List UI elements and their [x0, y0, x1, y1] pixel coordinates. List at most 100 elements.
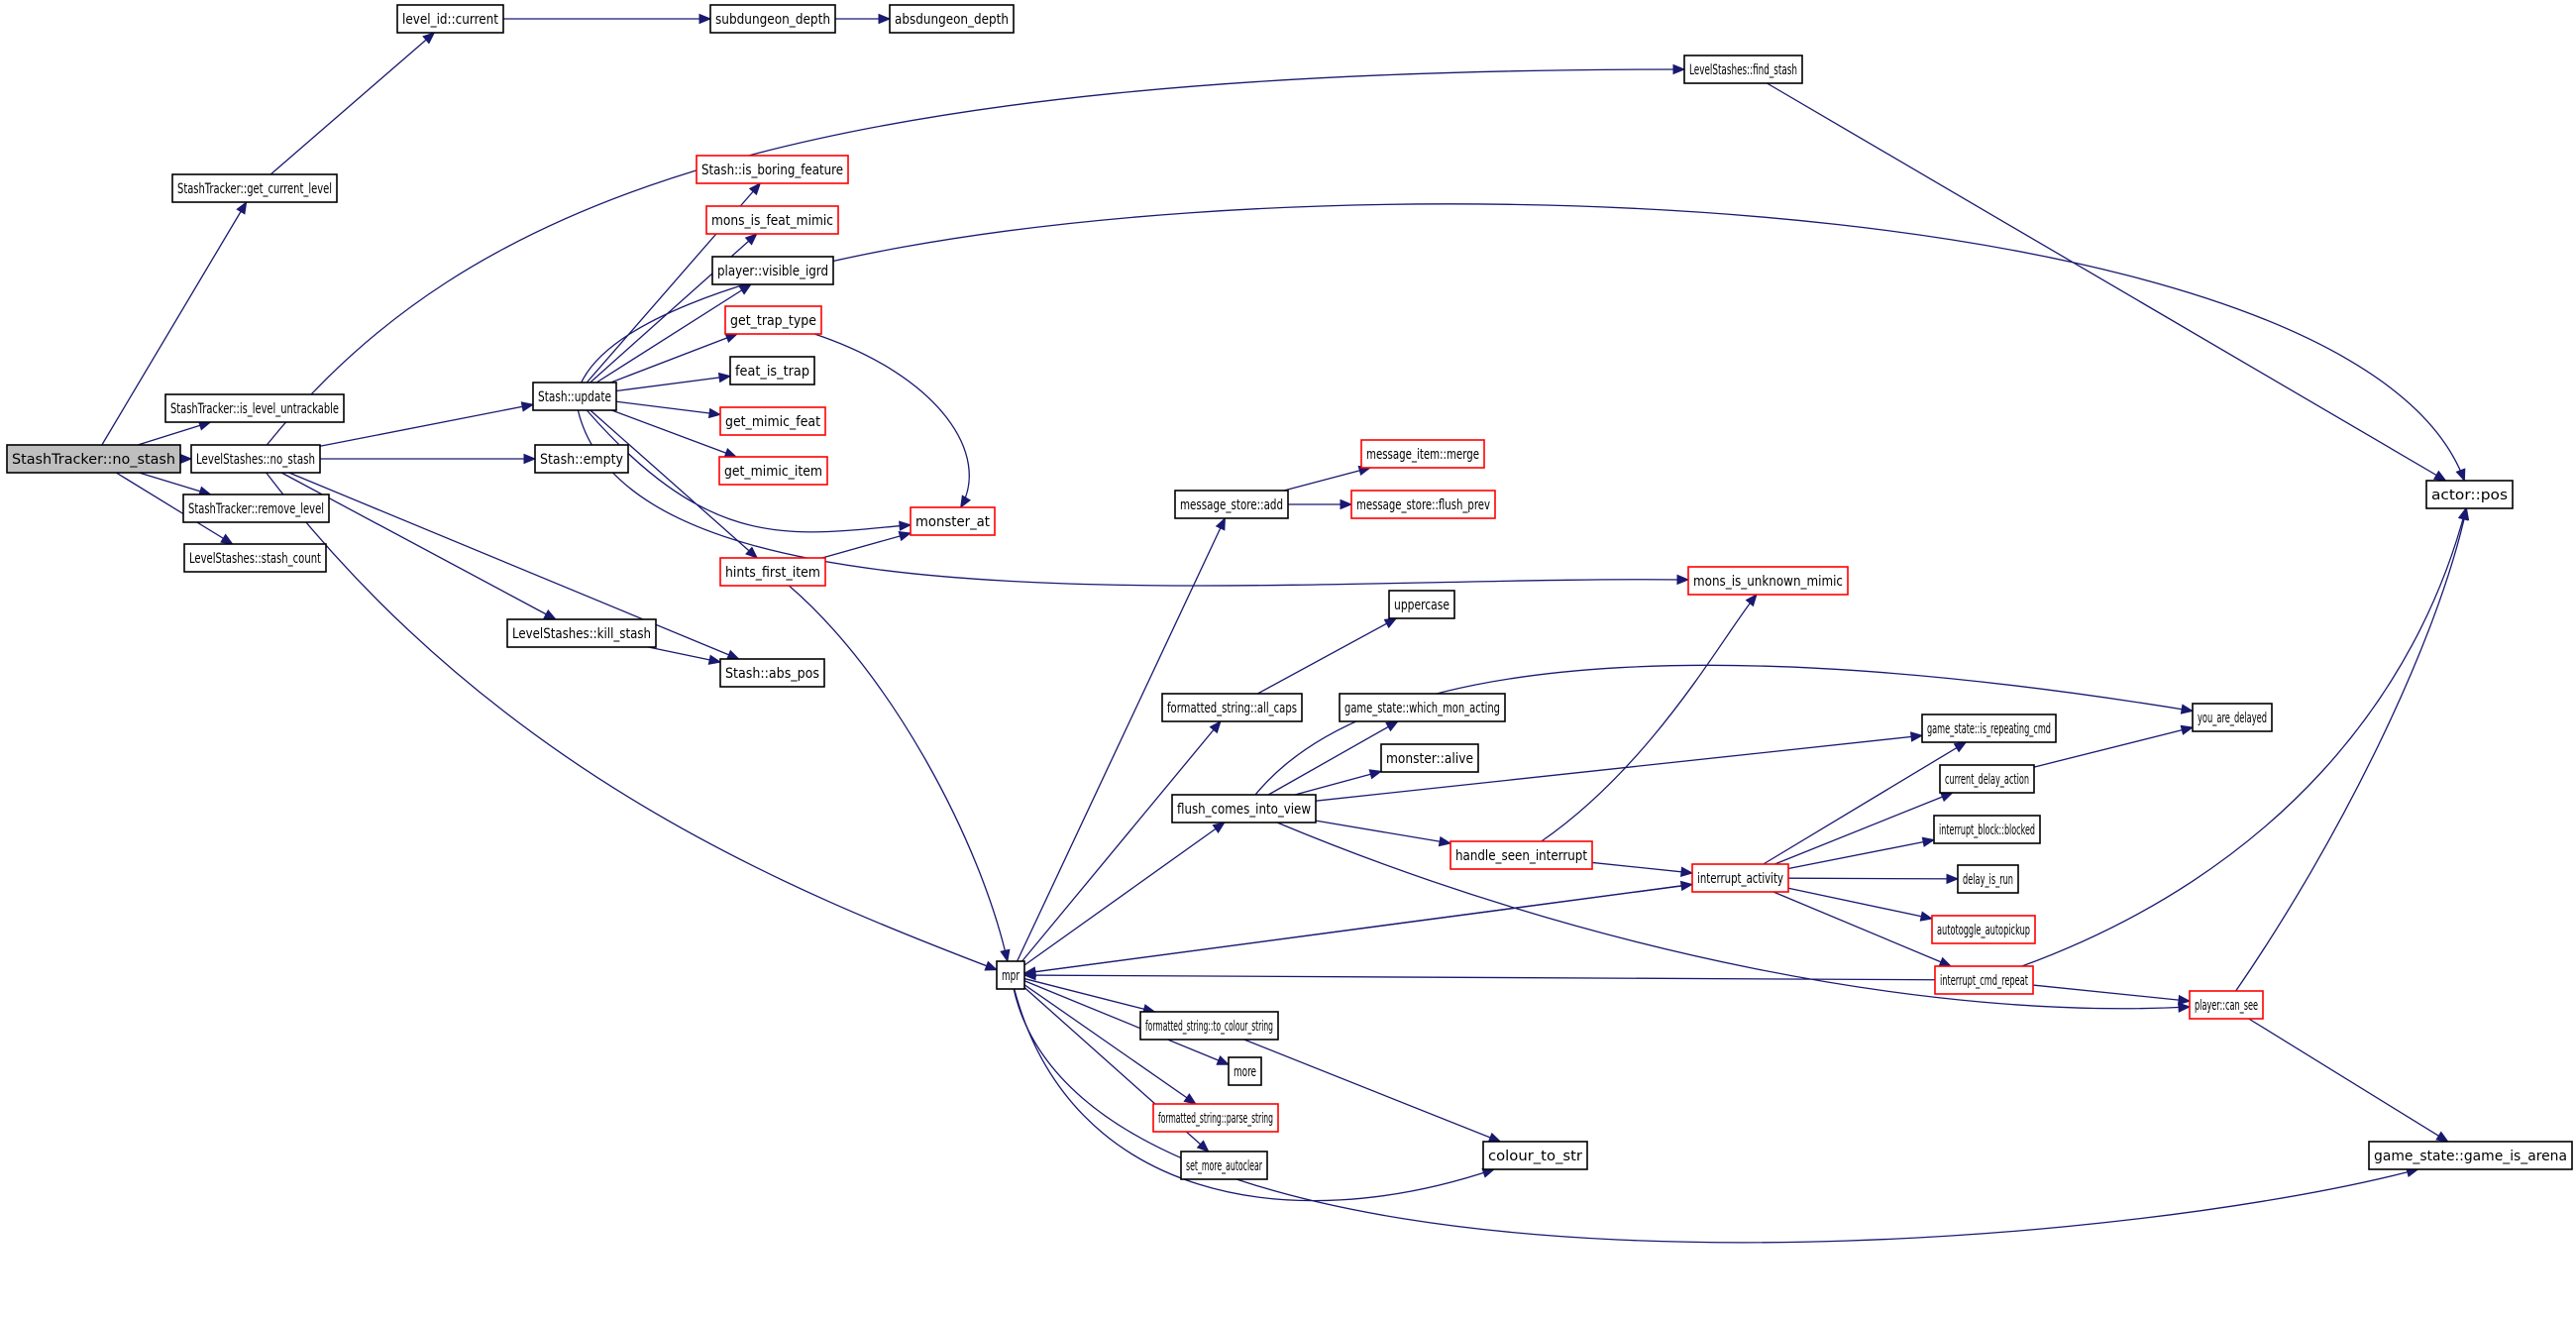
- node-feat-is-trap[interactable]: feat_is_trap: [729, 356, 815, 385]
- arrowhead-icon: [1340, 498, 1353, 510]
- arrowhead-icon: [236, 200, 248, 215]
- node-flush-comes-into-view[interactable]: flush_comes_into_view: [1171, 794, 1317, 823]
- arrowhead-icon: [1183, 1093, 1197, 1105]
- node-label: interrupt_block::blocked: [1939, 823, 2035, 838]
- node-levelstashes-no-stash[interactable]: LevelStashes::no_stash: [190, 444, 321, 474]
- node-hints-first-item[interactable]: hints_first_item: [719, 557, 826, 587]
- node-game-state-which-mon-acting[interactable]: game_state::which_mon_acting: [1339, 693, 1506, 722]
- node-monster-at[interactable]: monster_at: [910, 506, 996, 536]
- node-subdungeon-depth[interactable]: subdungeon_depth: [709, 4, 836, 34]
- arrowhead-icon: [523, 453, 537, 465]
- node-box: [506, 618, 657, 648]
- edge-line: [648, 646, 721, 663]
- node-label: player::can_see: [2195, 998, 2258, 1014]
- edge-line: [1276, 822, 2191, 1010]
- node-handle-seen-interrupt[interactable]: handle_seen_interrupt: [1449, 840, 1593, 870]
- node-stash-is-boring-feature[interactable]: Stash::is_boring_feature: [696, 155, 849, 184]
- arrowhead-icon: [1216, 1055, 1231, 1065]
- arrowhead-icon: [422, 32, 436, 45]
- node-stashtracker-no-stash[interactable]: StashTracker::no_stash: [6, 444, 181, 474]
- edge-line: [788, 585, 1009, 962]
- edge-line: [1772, 891, 1952, 967]
- arrowhead-icon: [1946, 873, 1960, 885]
- edge-line: [581, 203, 2465, 482]
- node-label: formatted_string::to_colour_string: [1145, 1019, 1273, 1035]
- node-colour-to-str[interactable]: colour_to_str: [1482, 1141, 1588, 1170]
- node-interrupt-block-blocked[interactable]: interrupt_block::blocked: [1933, 815, 2041, 844]
- edge-flush-comes-into-view-to-game-state-is-repeating-cmd: [1315, 731, 1924, 802]
- node-delay-is-run[interactable]: delay_is_run: [1957, 864, 2019, 894]
- node-label: LevelStashes::no_stash: [196, 452, 315, 468]
- node-player-visible-igrd[interactable]: player::visible_igrd: [711, 256, 834, 285]
- node-stashtracker-is-level-untrackable[interactable]: StashTracker::is_level_untrackable: [164, 393, 345, 423]
- node-label: autotoggle_autopickup: [1937, 923, 2030, 938]
- node-stash-abs-pos[interactable]: Stash::abs_pos: [719, 658, 825, 688]
- node-box: [1691, 863, 1789, 893]
- node-stash-update[interactable]: Stash::update: [532, 382, 617, 411]
- node-monster-alive[interactable]: monster::alive: [1380, 743, 1479, 773]
- edge-interrupt-activity-to-autotoggle-autopickup: [1787, 887, 1934, 922]
- edge-line: [1763, 741, 1967, 865]
- edge-levelstashes-no-stash-to-mpr: [266, 472, 999, 971]
- node-mons-is-unknown-mimic[interactable]: mons_is_unknown_mimic: [1687, 566, 1849, 596]
- arrowhead-icon: [1680, 866, 1694, 877]
- node-box: [711, 256, 834, 285]
- node-actor-pos[interactable]: actor::pos: [2425, 480, 2514, 509]
- edge-interrupt-cmd-repeat-to-player-can-see: [2032, 984, 2192, 1006]
- node-current-delay-action[interactable]: current_delay_action: [1939, 764, 2035, 794]
- node-interrupt-cmd-repeat[interactable]: interrupt_cmd_repeat: [1934, 965, 2034, 995]
- edge-interrupt-activity-to-interrupt-cmd-repeat: [1772, 891, 1953, 967]
- node-levelstashes-stash-count[interactable]: LevelStashes::stash_count: [183, 543, 327, 573]
- node-game-state-is-repeating-cmd[interactable]: game_state::is_repeating_cmd: [1921, 713, 2057, 743]
- edge-stash-update-to-get-mimic-item: [611, 409, 738, 458]
- node-mpr[interactable]: mpr: [996, 960, 1025, 990]
- edge-line: [1774, 792, 1953, 865]
- node-box: [1687, 566, 1849, 596]
- node-levelstashes-find-stash[interactable]: LevelStashes::find_stash: [1683, 55, 1803, 84]
- arrowhead-icon: [2180, 724, 2195, 735]
- node-stash-empty[interactable]: Stash::empty: [534, 444, 629, 474]
- node-message-item-merge[interactable]: message_item::merge: [1360, 439, 1485, 469]
- edge-interrupt-activity-to-interrupt-block-blocked: [1787, 836, 1936, 870]
- edge-stashtracker-no-stash-to-levelstashes-stash-count: [115, 472, 234, 545]
- arrowhead-icon: [1910, 731, 1924, 742]
- node-label: StashTracker::get_current_level: [177, 181, 332, 197]
- node-label: game_state::is_repeating_cmd: [1927, 721, 2051, 737]
- node-player-can-see[interactable]: player::can_see: [2189, 990, 2264, 1020]
- node-box: [718, 456, 828, 486]
- node-box: [1339, 693, 1506, 722]
- node-formatted-string-parse-string[interactable]: formatted_string::parse_string: [1152, 1103, 1279, 1133]
- node-box: [1921, 713, 2057, 743]
- node-absdungeon-depth[interactable]: absdungeon_depth: [889, 4, 1015, 34]
- node-get-mimic-item[interactable]: get_mimic_item: [718, 456, 828, 486]
- node-get-trap-type[interactable]: get_trap_type: [724, 305, 822, 335]
- node-levelstashes-kill-stash[interactable]: LevelStashes::kill_stash: [506, 618, 657, 648]
- node-box: [183, 543, 327, 573]
- node-you-are-delayed[interactable]: you_are_delayed: [2192, 703, 2273, 732]
- node-level-id-current[interactable]: level_id::current: [396, 4, 504, 34]
- node-stashtracker-get-current-level[interactable]: StashTracker::get_current_level: [171, 173, 338, 203]
- node-get-mimic-feat[interactable]: get_mimic_feat: [719, 406, 826, 436]
- edge-stash-update-to-actor-pos: [581, 203, 2466, 483]
- node-set-more-autoclear[interactable]: set_more_autoclear: [1180, 1151, 1268, 1180]
- node-label: feat_is_trap: [735, 364, 809, 380]
- edge-flush-comes-into-view-to-monster-alive: [1294, 769, 1383, 796]
- node-uppercase[interactable]: uppercase: [1388, 590, 1455, 619]
- node-box: [396, 4, 504, 34]
- node-mons-is-feat-mimic[interactable]: mons_is_feat_mimic: [705, 205, 839, 235]
- edge-interrupt-activity-to-delay-is-run: [1787, 873, 1960, 885]
- edge-line: [1023, 883, 1693, 974]
- node-message-store-flush-prev[interactable]: message_store::flush_prev: [1350, 490, 1496, 519]
- node-interrupt-activity[interactable]: interrupt_activity: [1691, 863, 1789, 893]
- node-autotoggle-autopickup[interactable]: autotoggle_autopickup: [1931, 915, 2036, 944]
- node-more[interactable]: more: [1228, 1056, 1262, 1086]
- edge-line: [1254, 664, 2194, 796]
- node-formatted-string-to-colour-string[interactable]: formatted_string::to_colour_string: [1139, 1011, 1279, 1041]
- node-stashtracker-remove-level[interactable]: StashTracker::remove_level: [182, 494, 330, 523]
- node-game-state-game-is-arena[interactable]: game_state::game_is_arena: [2368, 1141, 2573, 1170]
- arrowhead-icon: [1953, 741, 1968, 753]
- node-message-store-add[interactable]: message_store::add: [1174, 490, 1289, 519]
- edge-interrupt-cmd-repeat-to-mpr: [1022, 969, 1936, 981]
- arrowhead-icon: [1215, 516, 1226, 531]
- node-formatted-string-all-caps[interactable]: formatted_string::all_caps: [1161, 693, 1303, 722]
